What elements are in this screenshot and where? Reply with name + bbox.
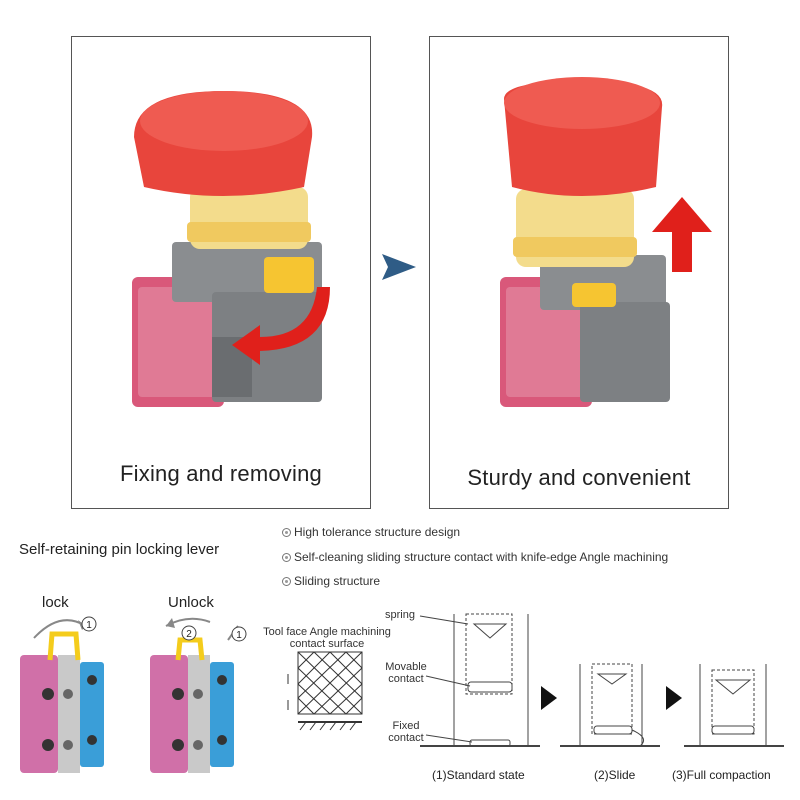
panel-caption: Sturdy and convenient [467,465,691,490]
spring-leader-line [419,615,469,625]
stage-label-standard: (1)Standard state [432,768,525,782]
stage-label-slide: (2)Slide [594,768,636,782]
fixed-label-line1: Fixed [392,720,420,732]
feature-item: Sliding structure [282,573,668,598]
tool-face-label: Tool face Angle machining contact surfac… [256,626,398,650]
bullet-icon [282,577,291,586]
bullet-icon [282,528,291,537]
stage-full-compaction-diagram [684,664,784,747]
section-title: Self-retaining pin locking lever [19,541,220,558]
movable-leader-line [425,675,471,687]
stage-standard-diagram [420,613,540,747]
feature-text: High tolerance structure design [294,525,461,539]
spring-label: spring [385,609,415,621]
tool-face-label-line1: Tool face Angle machining [263,626,391,638]
panel-sturdy-convenient: Sturdy and convenient [429,36,729,509]
bullet-icon [282,552,291,562]
stage-label-full-compaction: (3)Full compaction [672,768,771,782]
panel-caption: Fixing and removing [120,461,322,486]
movable-label-line2: contact [388,673,424,685]
stage-arrow-icon [666,686,682,710]
next-arrow-icon [382,254,416,280]
step-number: 1 [236,630,242,641]
unlock-label: Unlock [168,594,214,611]
movable-contact-label: Movable contact [380,661,432,685]
step-number: 1 [86,620,92,631]
step-number: 2 [186,629,192,640]
unlock-contact-block-image [150,617,247,773]
stage-arrow-icon [541,686,557,710]
feature-item: Self-cleaning sliding structure contact … [282,549,668,574]
feature-text: Sliding structure [294,574,381,588]
lock-contact-block-image [20,616,104,773]
stage-slide-diagram [560,663,660,747]
feature-text: Self-cleaning sliding structure contact … [294,549,669,564]
fixed-contact-label: Fixed contact [380,720,432,744]
fixed-label-line2: contact [388,732,424,744]
emergency-stop-switch-image [500,77,712,407]
movable-label-line1: Movable [385,661,427,673]
fixed-leader-line [425,734,473,743]
feature-list: High tolerance structure design Self-cle… [282,524,668,598]
contact-surface-grid [287,651,363,731]
panel-fixing-removing: Fixing and removing [71,36,371,509]
lock-label: lock [42,594,69,611]
tool-face-label-line2: contact surface [289,638,365,650]
feature-item: High tolerance structure design [282,524,668,549]
emergency-stop-switch-image [132,91,330,407]
